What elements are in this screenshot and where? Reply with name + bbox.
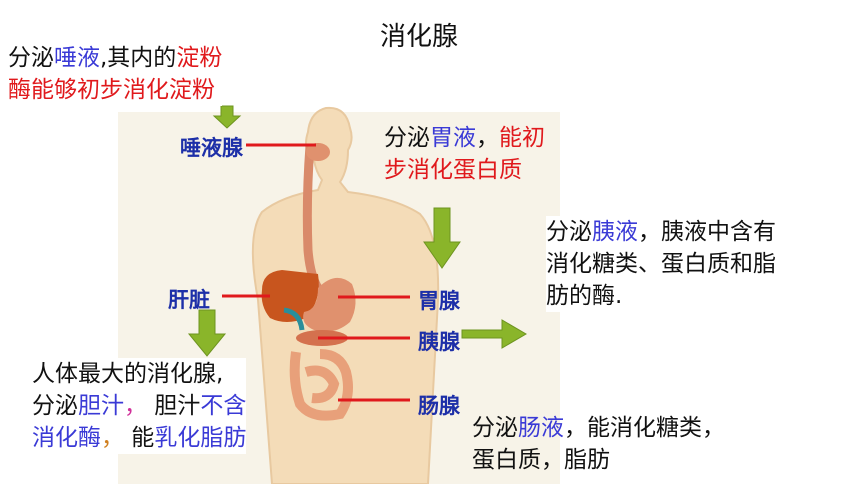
note-saliva-line1: 分泌唾液,其内的淀粉: [8, 42, 222, 74]
label-salivary-gland: 唾液腺: [180, 136, 243, 160]
intestine-shape: [289, 349, 353, 421]
keyword-starch: 淀粉: [176, 45, 223, 71]
note-liver-line2: 分泌胆汁， 胆汁不含: [32, 390, 246, 422]
label-liver: 肝脏: [168, 288, 210, 312]
stomach-shape: [303, 277, 356, 332]
keyword-gastric-juice: 胃液: [430, 125, 476, 151]
keyword-can: 能初: [499, 125, 545, 151]
text: ，: [476, 125, 499, 151]
note-saliva: 分泌唾液,其内的淀粉 酶能够初步消化淀粉: [8, 42, 223, 106]
text: ，胰液中含有: [638, 219, 776, 245]
keyword-pancreatic-juice: 胰液: [592, 219, 638, 245]
note-pancreas-line2: 消化糖类、蛋白质和脂: [546, 251, 776, 277]
text: 分泌: [384, 125, 430, 151]
label-intestinal-gland: 肠腺: [418, 394, 460, 418]
text: ,其内的: [100, 45, 177, 71]
page-title: 消化腺: [380, 22, 459, 52]
text: ，: [101, 425, 124, 451]
note-intestine-line1: 分泌肠液，能消化糖类，: [472, 412, 725, 444]
note-stomach-line2: 步消化蛋白质: [384, 157, 522, 183]
note-pancreas-line1: 分泌胰液，胰液中含有: [546, 216, 776, 248]
keyword-digestive-enzyme: 消化酶: [32, 425, 101, 451]
label-stomach-gland: 胃腺: [418, 289, 460, 313]
keyword-saliva: 唾液: [54, 45, 100, 71]
note-intestine: 分泌肠液，能消化糖类， 蛋白质，脂肪: [472, 412, 725, 476]
label-pancreas: 胰腺: [418, 330, 460, 354]
text: 分泌: [546, 219, 592, 245]
note-stomach-line1: 分泌胃液，能初: [384, 122, 545, 154]
text: ，能消化糖类，: [564, 415, 725, 441]
pointer-lines: [222, 143, 410, 402]
note-liver: 人体最大的消化腺, 分泌胆汁， 胆汁不含 消化酶， 能乳化脂肪: [32, 358, 247, 454]
note-stomach: 分泌胃液，能初 步消化蛋白质: [384, 122, 545, 186]
text: 分泌: [472, 415, 518, 441]
keyword-no-contain: 不含: [200, 393, 247, 419]
gallbladder-shape: [283, 307, 305, 331]
text: 分泌: [8, 45, 54, 71]
text: 能: [124, 425, 155, 451]
note-liver-line1: 人体最大的消化腺,: [32, 361, 224, 387]
arrow-down-stomach-icon: [423, 207, 461, 269]
note-liver-line3: 消化酶， 能乳化脂肪: [32, 422, 246, 454]
keyword-bile: 胆汁: [78, 393, 124, 419]
liver-shape: [261, 270, 319, 322]
note-pancreas: 分泌胰液，胰液中含有 消化糖类、蛋白质和脂 肪的酶.: [546, 216, 776, 312]
arrow-right-pancreas-icon: [461, 319, 527, 349]
note-intestine-line2: 蛋白质，脂肪: [472, 447, 610, 473]
salivary-gland-shape: [306, 143, 330, 161]
keyword-intestinal-juice: 肠液: [518, 415, 564, 441]
text: 分泌: [32, 393, 78, 419]
green-arrows: [187, 105, 527, 357]
arrow-down-salivary-icon: [212, 105, 242, 129]
text: ，: [124, 393, 147, 419]
note-saliva-line2: 酶能够初步消化淀粉: [8, 77, 215, 103]
arrow-down-liver-icon: [187, 309, 227, 357]
keyword-emulsify-fat: 乳化脂肪: [154, 425, 247, 451]
note-pancreas-line3: 肪的酶.: [546, 283, 623, 309]
text: 胆汁: [147, 393, 201, 419]
